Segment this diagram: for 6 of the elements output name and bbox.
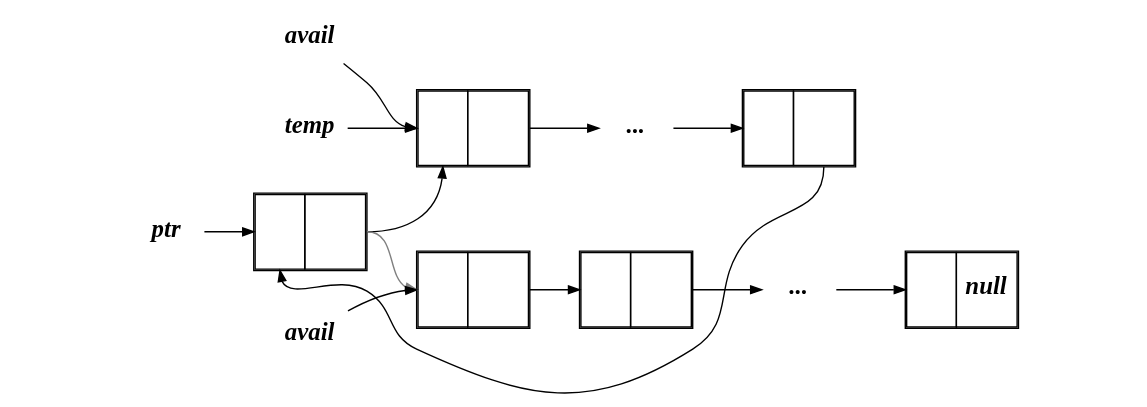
node-text: avail bbox=[284, 21, 334, 49]
node-text: ptr bbox=[151, 214, 181, 242]
node-text: ... bbox=[788, 272, 808, 300]
node-text: ... bbox=[625, 110, 645, 138]
node-text: avail bbox=[284, 318, 334, 346]
node-text: temp bbox=[284, 110, 334, 138]
